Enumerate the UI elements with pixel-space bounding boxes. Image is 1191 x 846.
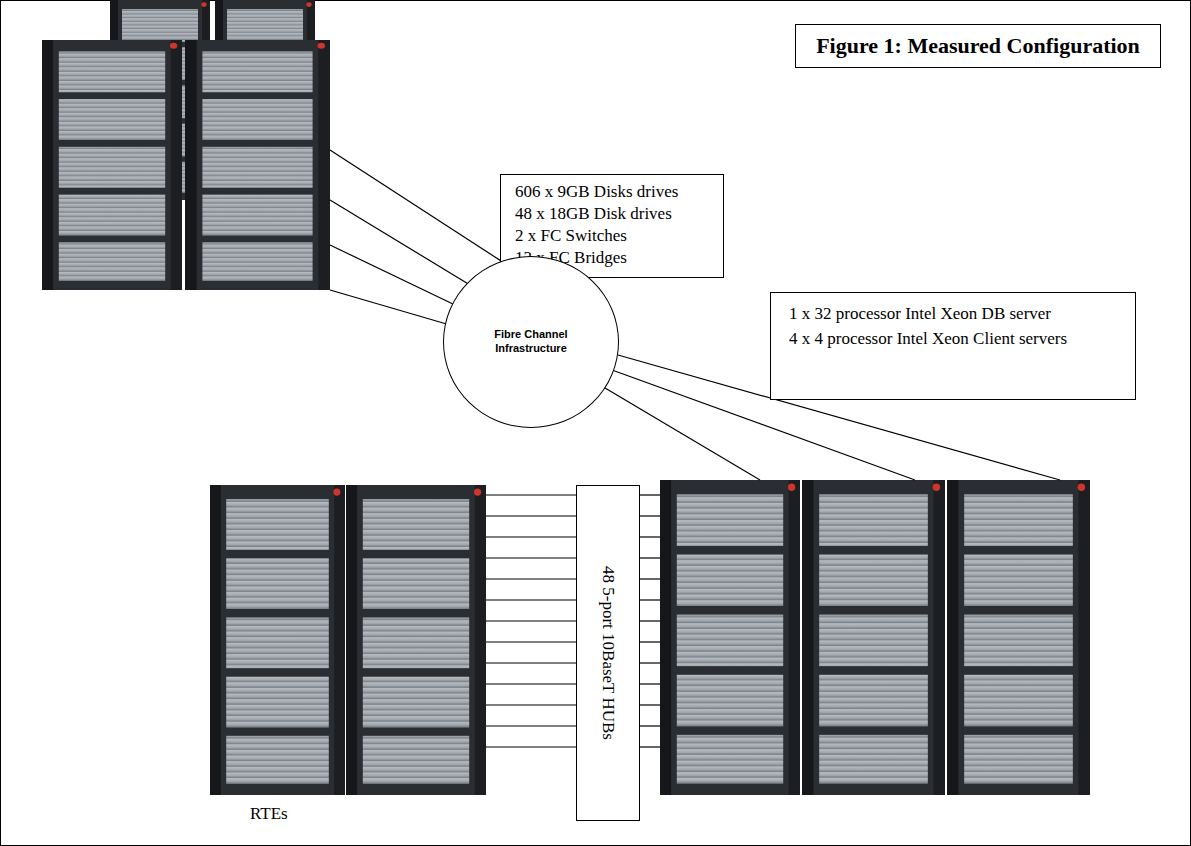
- hub-box: 48 5-port 10BaseT HUBs: [576, 485, 640, 821]
- node-text: 48 5-port 10BaseT HUBs: [598, 566, 618, 740]
- node-text: 2 x FC Switches: [515, 225, 715, 247]
- node-text: 4 x 4 processor Intel Xeon Client server…: [789, 328, 1123, 349]
- node-text: 48 x 18GB Disk drives: [515, 203, 715, 225]
- node-label: Fibre Channel Infrastructure: [484, 328, 578, 356]
- fibre-channel-circle: Fibre Channel Infrastructure: [443, 256, 619, 428]
- node-text: 606 x 9GB Disks drives: [515, 181, 715, 203]
- group-label: RTEs: [250, 804, 288, 824]
- server-list-box: 1 x 32 processor Intel Xeon DB server 4 x…: [770, 292, 1136, 400]
- node-text: 1 x 32 processor Intel Xeon DB server: [789, 303, 1123, 324]
- figure-title: Figure 1: Measured Configuration: [795, 24, 1161, 68]
